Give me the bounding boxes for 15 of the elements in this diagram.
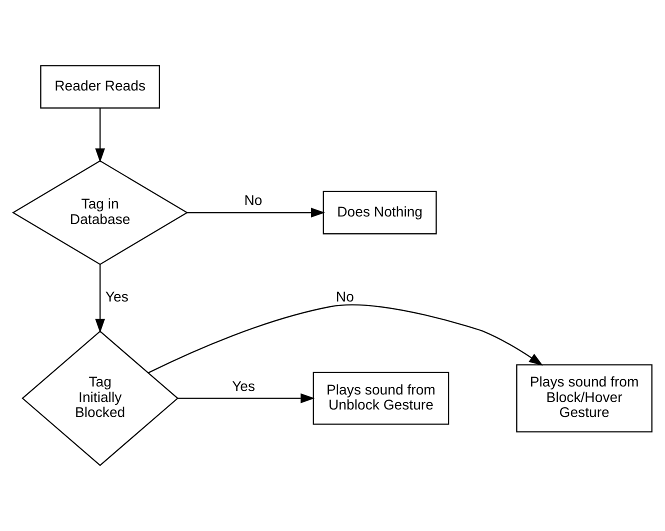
node-box: Plays sound from Unblock Gesture [312, 372, 450, 425]
edge-label: Yes [105, 288, 128, 304]
arrow [187, 208, 326, 218]
arrow [148, 304, 544, 374]
edge-label: No [336, 288, 354, 304]
arrow [95, 108, 106, 162]
node-box: Does Nothing [322, 190, 437, 234]
edge-label: Yes [232, 378, 256, 394]
node-box: Plays sound from Block/Hover Gesture [516, 364, 652, 432]
edge-label: No [244, 192, 262, 208]
arrow [95, 264, 106, 334]
node-box: Reader Reads [40, 65, 160, 109]
node-diamond: Tag Initially Blocked [22, 330, 179, 466]
node-diamond: Tag in Database [12, 160, 188, 265]
arrow [178, 393, 315, 404]
